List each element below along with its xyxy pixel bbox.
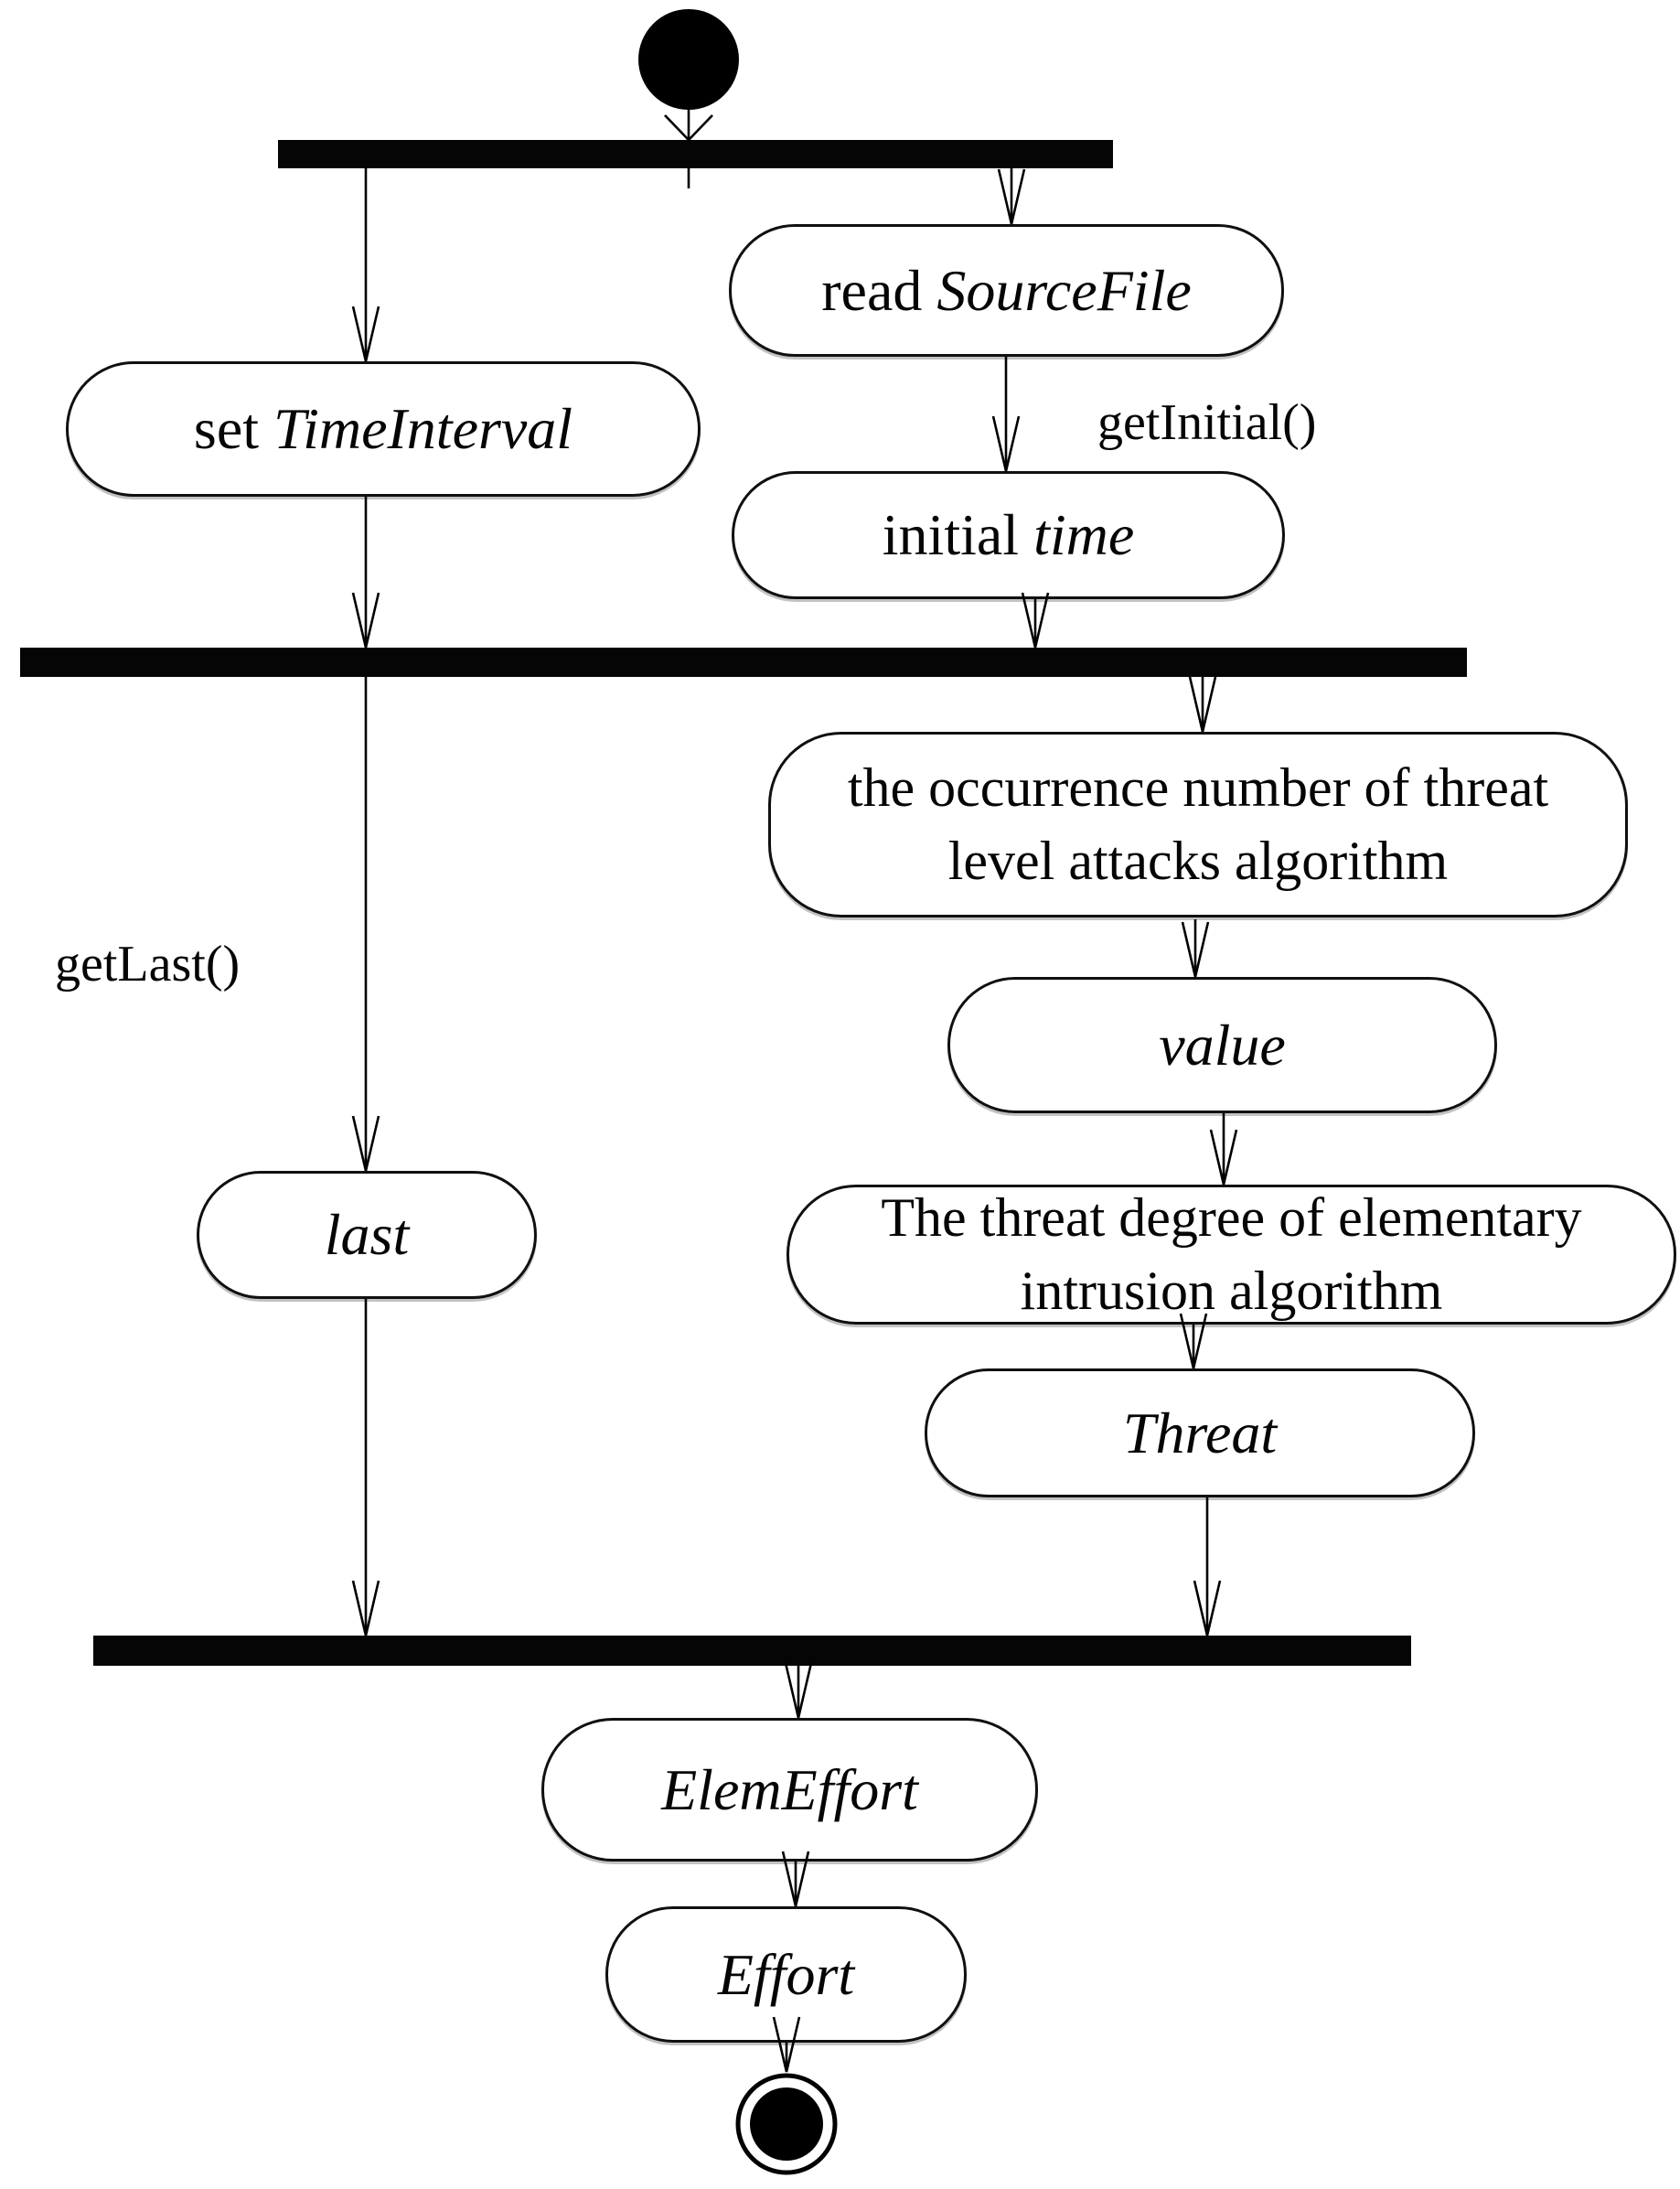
fork-bar-top [278, 140, 1113, 168]
edge-set-timeinterval-to-join [351, 497, 380, 649]
edge-fork-to-read-sourcefile [997, 168, 1026, 225]
edge-fork-to-set-timeinterval [351, 168, 380, 362]
activity-last: last [197, 1171, 537, 1299]
activity-label: Threat [1122, 1400, 1278, 1465]
activity-elemeffort: ElemEffort [541, 1718, 1038, 1862]
activity-label: initial time [882, 502, 1135, 568]
activity-effort: Effort [605, 1906, 967, 2043]
edge-fork2-to-occurrence [1188, 676, 1217, 733]
join-fork-bar-middle [20, 648, 1467, 677]
initial-node [638, 9, 739, 110]
edge-last-to-join2 [351, 1299, 380, 1636]
join-bar-bottom [93, 1636, 1411, 1666]
activity-label: set TimeInterval [193, 396, 573, 462]
edge-label-getinitial: getInitial() [1097, 394, 1317, 451]
edge-threat-to-join2 [1193, 1497, 1222, 1636]
activity-label: value [1159, 1012, 1286, 1078]
edge-initial-to-fork [664, 110, 713, 188]
activity-set-timeinterval: set TimeInterval [66, 361, 701, 497]
activity-threat: Threat [925, 1368, 1475, 1497]
edge-occurrence-to-value [1181, 919, 1210, 978]
activity-value: value [947, 977, 1497, 1113]
edge-initial-time-to-join [1021, 592, 1050, 649]
activity-initial-time: initial time [732, 471, 1285, 599]
activity-label: last [324, 1202, 410, 1268]
activity-label: Effort [717, 1941, 855, 2007]
edge-label-getlast: getLast() [55, 936, 241, 993]
final-node [735, 2073, 838, 2175]
activity-label: ElemEffort [661, 1756, 918, 1822]
edge-fork2-to-last [351, 677, 380, 1172]
edge-value-to-threat-degree [1209, 1113, 1238, 1186]
activity-label: read SourceFile [821, 257, 1192, 323]
edge-read-sourcefile-to-initial-time [991, 357, 1021, 472]
activity-read-sourcefile: read SourceFile [729, 224, 1284, 357]
edge-join2-to-elemeffort [784, 1662, 813, 1719]
